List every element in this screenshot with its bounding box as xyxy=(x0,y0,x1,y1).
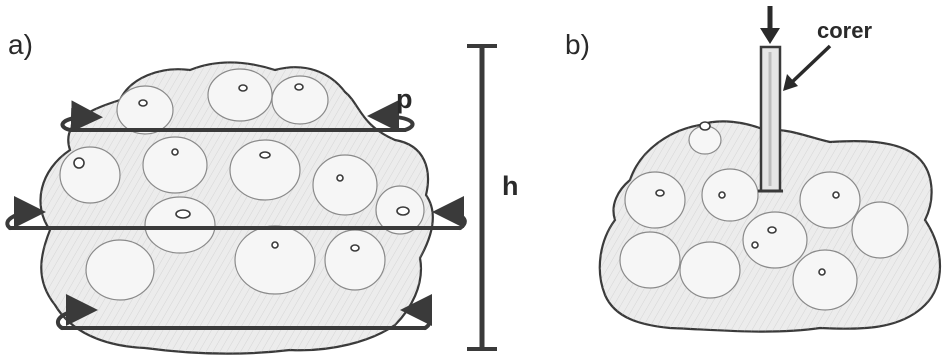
corer-pointer-arrow xyxy=(783,46,830,91)
height-label: h xyxy=(502,171,519,201)
push-down-arrow xyxy=(760,6,780,44)
height-bar xyxy=(467,46,497,349)
sponge-a xyxy=(40,62,432,353)
corer-label: corer xyxy=(817,18,872,43)
panel-a: a) xyxy=(7,29,518,354)
corer-tube xyxy=(758,47,783,191)
panel-b-label: b) xyxy=(565,29,590,60)
panel-a-label: a) xyxy=(8,29,33,60)
panel-b: b) xyxy=(565,6,940,332)
perimeter-label: p xyxy=(396,84,413,114)
